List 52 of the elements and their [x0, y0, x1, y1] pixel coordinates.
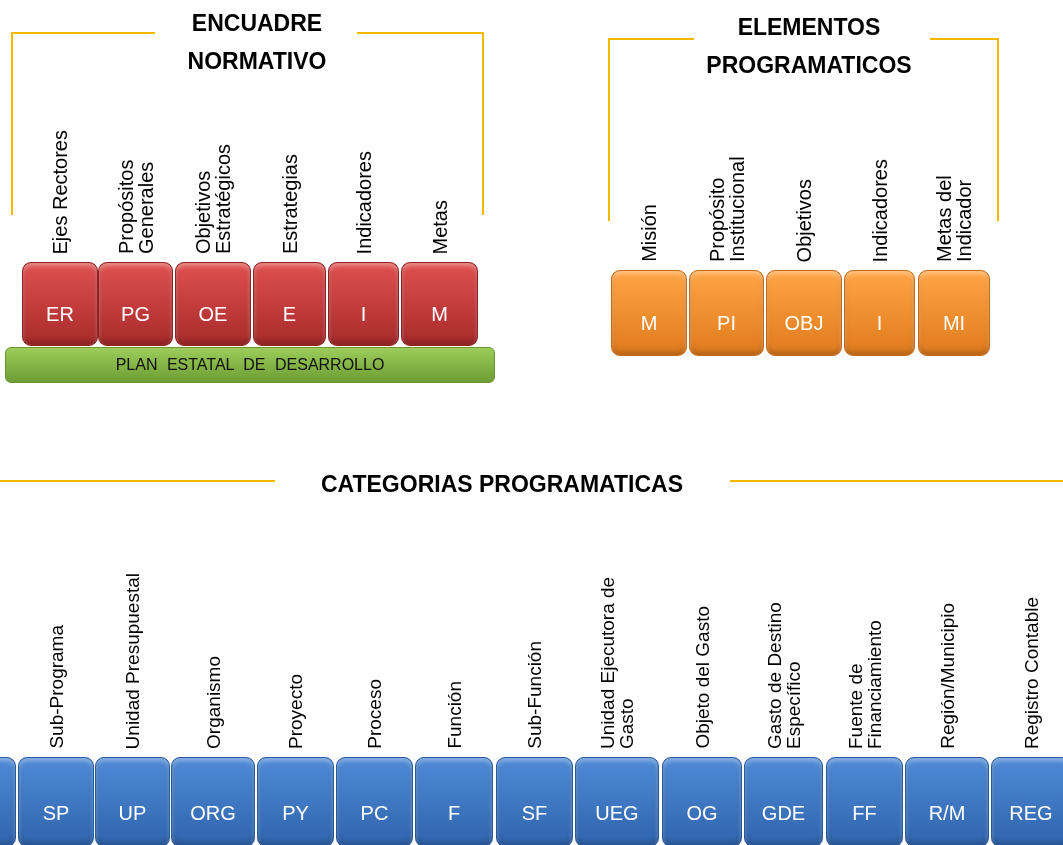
category-label: Unidad Ejecutora de Gasto — [598, 575, 636, 749]
base-bar: PLAN ESTATAL DE DESARROLLO — [5, 347, 495, 383]
abbreviation-tile: SF — [496, 757, 573, 845]
section-heading: ENCUADRE NORMATIVO — [186, 9, 328, 76]
category-label: Unidad Presupuestal — [123, 572, 142, 749]
abbreviation-tile: ORG — [171, 757, 255, 845]
abbreviation-tile: I — [328, 262, 399, 346]
abbreviation-tile: PY — [257, 757, 334, 845]
category-label: Sub-Función — [525, 641, 544, 749]
abbreviation-tile: E — [253, 262, 326, 346]
abbreviation-tile: MI — [918, 270, 990, 356]
abbreviation-tile: ER — [22, 262, 98, 346]
category-label: Indicadores — [869, 158, 890, 262]
abbreviation-tile: UP — [95, 757, 170, 845]
section-heading: CATEGORIAS PROGRAMATICAS — [319, 470, 684, 499]
category-label: Propósito Institucional — [706, 155, 747, 262]
abbreviation-tile: M — [611, 270, 687, 356]
abbreviation-tile: PI — [689, 270, 764, 356]
category-label: Indicadores — [353, 150, 374, 254]
category-label: Región/Municipio — [937, 603, 957, 749]
category-label: Registro Contable — [1021, 596, 1041, 749]
category-label: Estrategias — [279, 153, 300, 254]
category-label: Organismo — [203, 656, 223, 749]
category-label: Metas — [429, 199, 450, 254]
abbreviation-tile: OBJ — [766, 270, 842, 356]
abbreviation-tile: GDE — [744, 757, 823, 845]
category-label: Proceso — [365, 679, 384, 749]
category-label: Ejes Rectores — [50, 129, 70, 254]
category-label: Proyecto — [286, 674, 305, 749]
abbreviation-tile: OE — [175, 262, 251, 346]
category-label: Metas del Indicador — [934, 174, 974, 262]
abbreviation-tile: REG — [991, 757, 1063, 845]
category-label: Misión — [639, 204, 659, 262]
category-label: Objetivos Estratégicos — [193, 142, 233, 254]
category-label: Fuente de Financiamiento — [845, 619, 884, 749]
abbreviation-tile: SP — [18, 757, 94, 845]
section-heading: ELEMENTOS PROGRAMATICOS — [705, 13, 913, 80]
abbreviation-tile: UEG — [575, 757, 659, 845]
abbreviation-tile: F — [415, 757, 493, 845]
category-label: Objetivos — [794, 178, 814, 262]
abbreviation-tile: PG — [98, 262, 173, 346]
abbreviation-tile: I — [844, 270, 915, 356]
abbreviation-tile: R/M — [905, 757, 989, 845]
abbreviation-tile: FF — [826, 757, 903, 845]
category-label: Función — [444, 681, 464, 749]
category-label: Gasto de Destino Específico — [764, 601, 803, 749]
category-label: Sub-Programa — [46, 625, 66, 749]
abbreviation-tile: OG — [662, 757, 742, 845]
abbreviation-tile: M — [401, 262, 478, 346]
abbreviation-tile: PC — [336, 757, 413, 845]
category-label: Propósitos Generales — [115, 158, 156, 254]
category-label: Objeto del Gasto — [692, 606, 712, 749]
